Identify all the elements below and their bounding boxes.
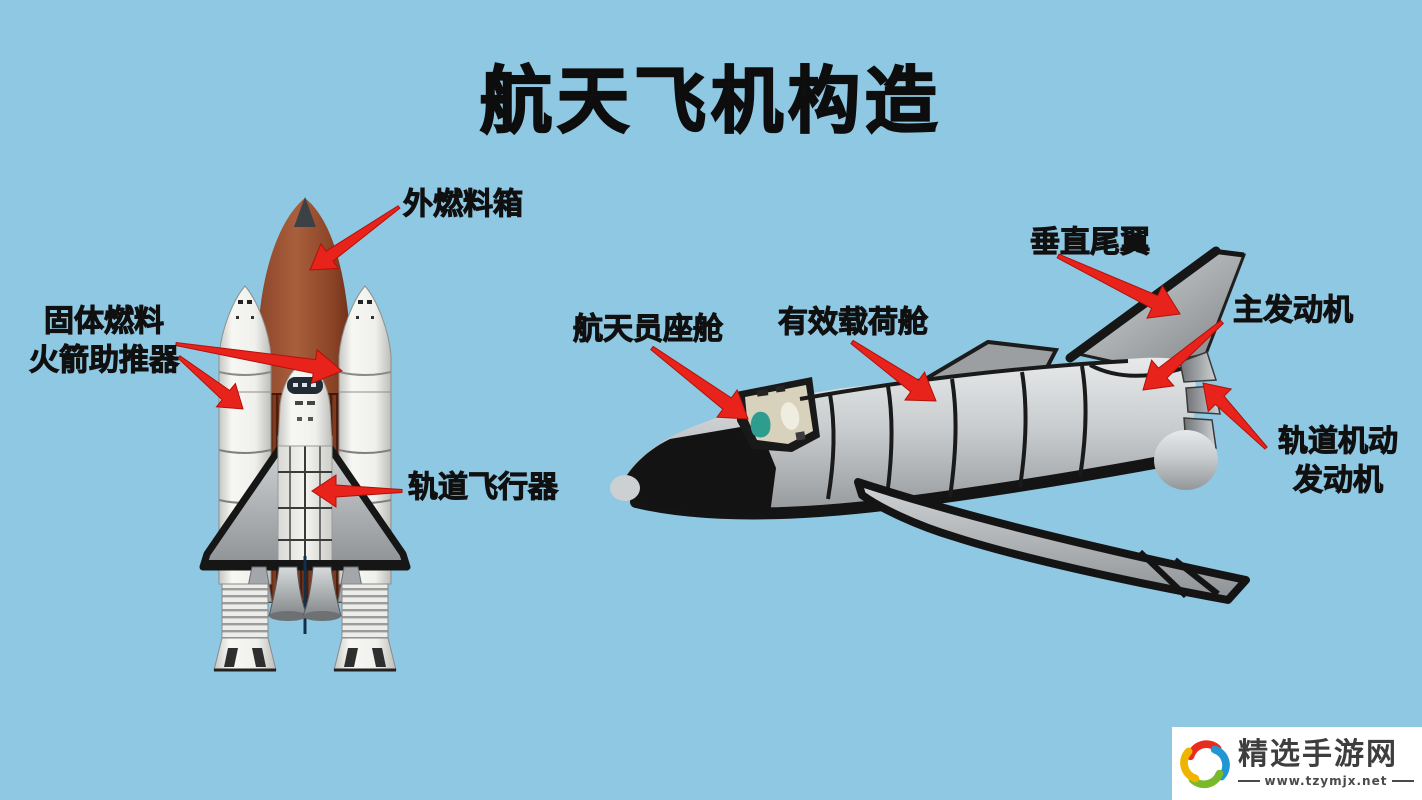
label-srb-line2: 火箭助推器 xyxy=(29,343,180,379)
label-oms-line1: 轨道机动 xyxy=(1278,424,1399,460)
label-crew-cabin: 航天员座舱 xyxy=(573,312,724,347)
arrow-main-engine xyxy=(1142,319,1224,391)
arrow-payload-bay xyxy=(850,339,937,402)
arrow-oms xyxy=(1202,382,1268,450)
label-oms-line2: 发动机 xyxy=(1293,463,1384,499)
launch-stack-illustration xyxy=(199,197,411,672)
arrow-external-tank xyxy=(309,205,401,271)
pinwheel-logo-icon xyxy=(1180,739,1230,788)
oms-pod-crease xyxy=(1089,363,1191,378)
watermark: 精选手游网 www.tzymjx.net xyxy=(1172,727,1422,800)
label-srb: 固体燃料 火箭助推器 xyxy=(16,302,192,380)
watermark-text: 精选手游网 www.tzymjx.net xyxy=(1238,739,1414,788)
label-main-engine: 主发动机 xyxy=(1233,293,1354,328)
aft-fuselage-bulge xyxy=(1154,430,1218,490)
arrow-orbiter xyxy=(311,474,403,508)
watermark-url-row: www.tzymjx.net xyxy=(1238,774,1414,788)
elevon-line-2 xyxy=(1173,557,1220,597)
page-title: 航天飞机构造 xyxy=(479,58,942,144)
label-oms: 轨道机动 发动机 xyxy=(1258,422,1418,500)
label-srb-line1: 固体燃料 xyxy=(44,304,165,340)
callout-arrows xyxy=(175,205,1268,508)
near-wing xyxy=(854,478,1250,604)
elevon-line-1 xyxy=(1137,549,1189,599)
watermark-rule-right xyxy=(1392,779,1414,782)
srb-left-aft xyxy=(213,583,277,672)
label-payload-bay: 有效载荷舱 xyxy=(778,305,929,340)
arrow-vertical-tail xyxy=(1056,253,1181,319)
crew-cabin-cutaway xyxy=(736,377,820,452)
arrow-crew-cabin xyxy=(650,345,749,420)
astronaut-seat xyxy=(750,411,771,438)
label-external-tank: 外燃料箱 xyxy=(403,187,524,222)
orbiter-front xyxy=(199,361,411,634)
tank-nose-tip xyxy=(294,197,316,227)
nose-cone-black xyxy=(620,424,776,515)
watermark-site-name: 精选手游网 xyxy=(1238,737,1398,773)
watermark-url: www.tzymjx.net xyxy=(1264,773,1388,788)
arrow-srb-right xyxy=(175,341,343,385)
watermark-rule-left xyxy=(1238,779,1260,782)
nose-tip-cap xyxy=(610,475,640,501)
srb-right-aft xyxy=(333,583,397,672)
label-vertical-tail: 垂直尾翼 xyxy=(1030,225,1151,260)
label-orbiter: 轨道飞行器 xyxy=(408,470,559,505)
arrow-srb-left xyxy=(177,355,244,410)
